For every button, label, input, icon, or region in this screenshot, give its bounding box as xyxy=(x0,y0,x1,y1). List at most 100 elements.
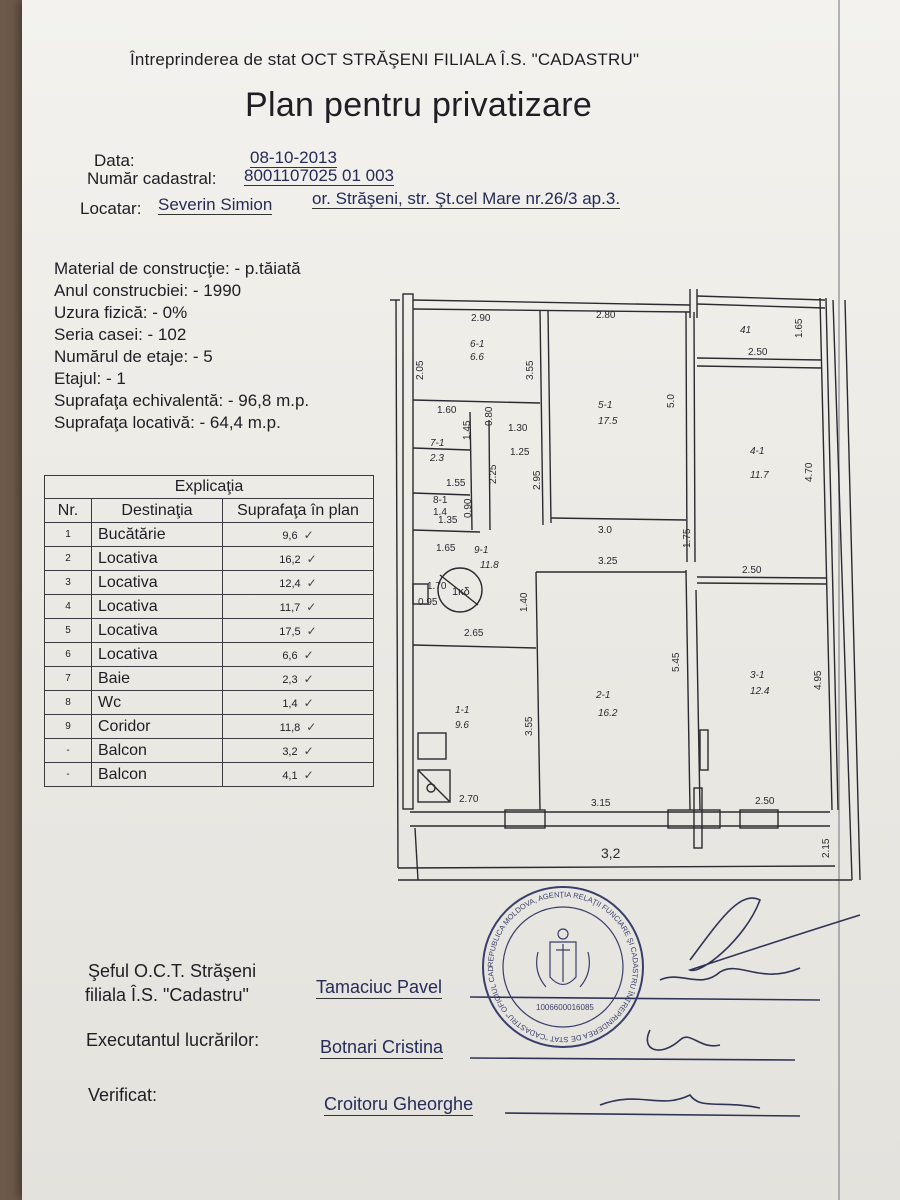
row-nr: - xyxy=(44,762,92,787)
row-destination: Balcon xyxy=(91,762,223,787)
row-destination: Bucătărie xyxy=(91,522,223,547)
attr-material: Material de construcţie: - p.tăiată xyxy=(54,259,301,278)
plan-labels: 6-16.6 5-117.5 4-111.7 7-12.3 9-111.8 1-… xyxy=(429,325,770,731)
dimension-label: 1.60 xyxy=(437,405,457,416)
dimension-label: 5.0 xyxy=(666,394,677,408)
attr-living-area: Suprafaţa locativă: - 64,4 m.p. xyxy=(54,413,281,432)
row-area: 2,3✓ xyxy=(222,666,374,691)
dimension-label: 3.25 xyxy=(598,556,618,567)
chief-label-line1: Şeful O.C.T. Străşeni xyxy=(88,961,257,981)
room-id-label: 9-1 xyxy=(474,545,488,556)
dimension-label: 0.80 xyxy=(484,406,495,426)
dimension-label: 1.65 xyxy=(436,543,456,554)
room-area-label: 12.4 xyxy=(750,686,770,697)
dimension-label: 2.15 xyxy=(821,838,832,858)
dimension-label: 2.50 xyxy=(755,796,775,807)
dimension-label: 1.35 xyxy=(438,515,458,526)
dimension-label: 3.55 xyxy=(525,360,536,380)
attr-wear: Uzura fizică: - 0% xyxy=(54,303,188,322)
dimension-label: 2.90 xyxy=(471,313,491,324)
row-area: 1,4✓ xyxy=(222,690,374,715)
room-id-label: 6-1 xyxy=(470,339,484,350)
attr-series: Seria casei: - 102 xyxy=(54,325,187,344)
attr-floor: Etajul: - 1 xyxy=(54,369,126,388)
explanation-table: Explicaţia Nr. Destinaţia Suprafaţa în p… xyxy=(44,475,374,787)
stamp-code: 1006600016085 xyxy=(536,1003,594,1012)
plan-dimensions: 2.90 2.80 2.50 1.65 1.60 1.30 3.0 1.65 3… xyxy=(415,310,832,861)
official-stamp: REPUBLICA MOLDOVA, AGENŢIA RELAŢII FUNCI… xyxy=(478,882,644,1048)
room-area-label: 16.2 xyxy=(598,708,618,719)
row-area: 11,7✓ xyxy=(222,594,374,619)
outer-walls xyxy=(390,289,861,881)
row-area: 9,6✓ xyxy=(222,522,374,547)
row-destination: Wc xyxy=(91,690,223,715)
checkmark-icon: ✓ xyxy=(303,647,314,662)
checkmark-icon: ✓ xyxy=(303,527,314,542)
checkmark-icon: ✓ xyxy=(303,743,314,758)
dimension-label: 2.65 xyxy=(464,628,484,639)
cadastral-number-label: Număr cadastral: xyxy=(87,169,217,188)
checkmark-icon: ✓ xyxy=(303,767,314,782)
date-label: Data: xyxy=(94,151,135,170)
checkmark-icon: ✓ xyxy=(303,695,314,710)
chief-name: Tamaciuc Pavel xyxy=(316,977,443,999)
dimension-label: 1.65 xyxy=(794,318,805,338)
row-area: 12,4✓ xyxy=(222,570,374,595)
dimension-label: 4.70 xyxy=(804,462,815,482)
room-area-label: 11.8 xyxy=(480,560,499,571)
row-nr: 4 xyxy=(44,594,92,619)
dimension-label: 1.55 xyxy=(446,478,466,489)
dimension-label: 2.50 xyxy=(748,347,768,358)
room-area-label: 2.3 xyxy=(429,453,444,464)
dimension-label: 3.0 xyxy=(598,525,612,536)
dimension-label: 1.45 xyxy=(462,420,473,440)
room-id-label: 7-1 xyxy=(430,438,444,449)
verified-name: Croitoru Gheorghe xyxy=(324,1094,474,1116)
dimension-label: 0.90 xyxy=(463,498,474,518)
coat-of-arms-icon xyxy=(536,928,590,988)
checkmark-icon: ✓ xyxy=(306,719,317,734)
sheet-fold-line xyxy=(838,0,840,1200)
col-header-area: Suprafaţa în plan xyxy=(222,498,374,523)
row-destination: Baie xyxy=(91,666,223,691)
room-id-label: 3-1 xyxy=(750,670,764,681)
dimension-label: 5.45 xyxy=(671,652,682,672)
row-nr: 2 xyxy=(44,546,92,571)
room-area-label: 6.6 xyxy=(470,352,484,363)
checkmark-icon: ✓ xyxy=(306,575,317,590)
tenant-address: or. Străşeni, str. Şt.cel Mare nr.26/3 a… xyxy=(312,189,621,209)
dimension-label: 1.30 xyxy=(508,423,528,434)
dimension-label: 2.80 xyxy=(596,310,616,321)
dimension-label: 1.4 xyxy=(433,507,447,518)
room-id-label: 5-1 xyxy=(598,400,612,411)
room-id-label: 41 xyxy=(740,325,751,336)
room-id-label: 2-1 xyxy=(595,690,610,701)
dimension-label: 8-1 xyxy=(433,495,448,506)
dimension-label: 2.05 xyxy=(415,360,426,380)
document-title: Plan pentru privatizare xyxy=(245,86,593,124)
room-area-label: 17.5 xyxy=(598,416,618,427)
executant-label: Executantul lucrărilor: xyxy=(86,1030,260,1050)
row-nr: 6 xyxy=(44,642,92,667)
date-value: 08-10-2013 xyxy=(250,148,337,168)
checkmark-icon: ✓ xyxy=(306,551,317,566)
attr-equivalent-area: Suprafaţa echivalentă: - 96,8 m.p. xyxy=(54,391,310,410)
dimension-label: 2.95 xyxy=(532,470,543,490)
executant-name: Botnari Cristina xyxy=(320,1037,444,1059)
dimension-label: 3,2 xyxy=(601,845,621,861)
checkmark-icon: ✓ xyxy=(303,671,314,686)
row-area: 4,1✓ xyxy=(222,762,374,787)
room-id-label: 1-1 xyxy=(455,705,469,716)
dimension-label: 1.70 xyxy=(427,581,447,592)
dimension-label: 2.50 xyxy=(742,565,762,576)
room-id-label: 4-1 xyxy=(750,446,764,457)
dimension-label: 1ĸδ xyxy=(452,586,470,598)
